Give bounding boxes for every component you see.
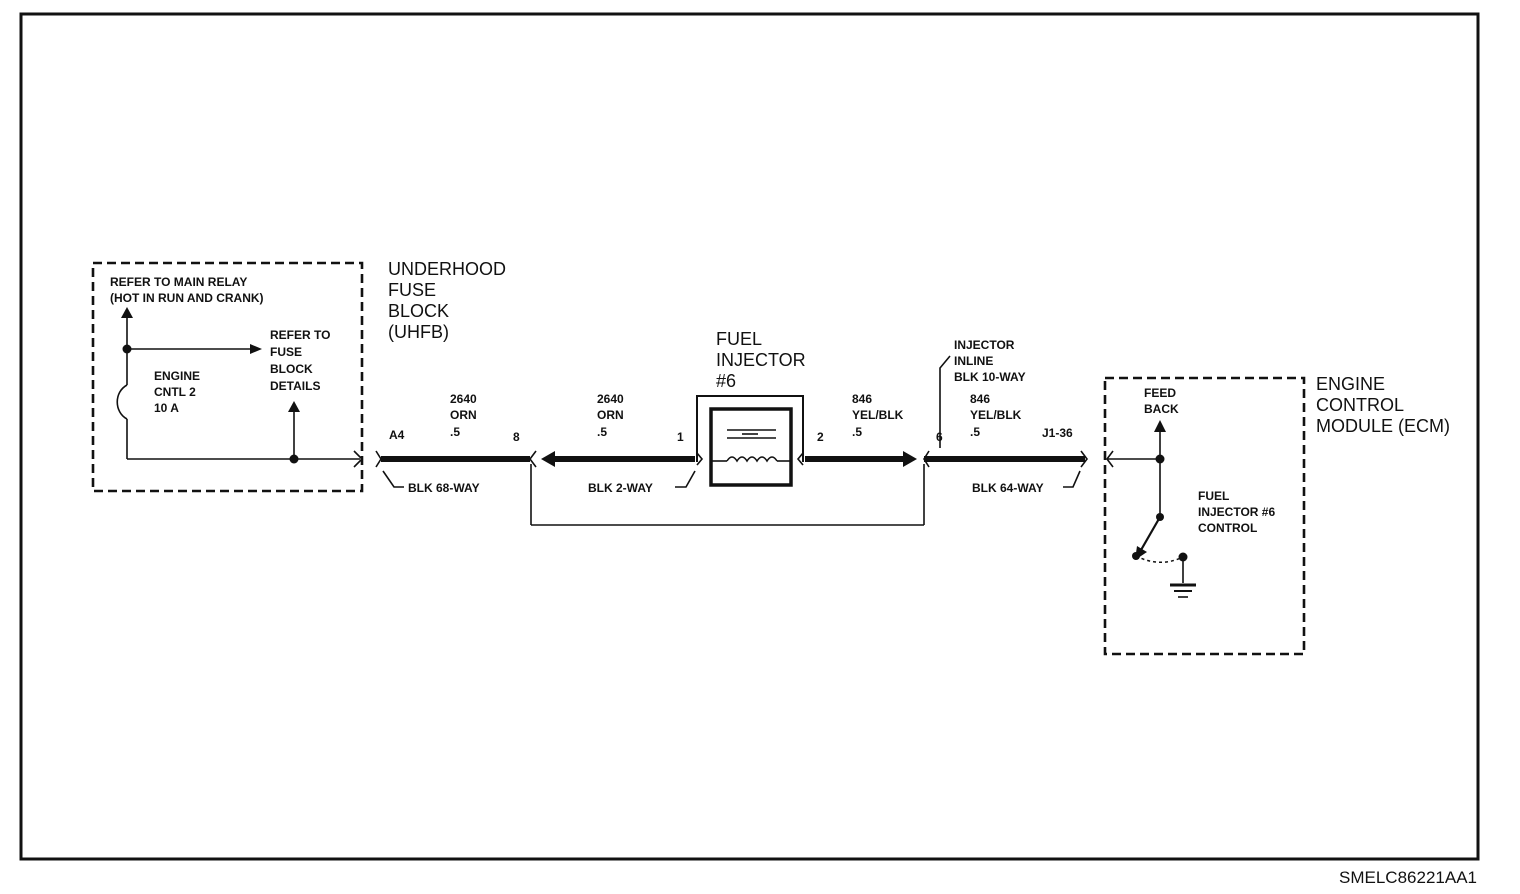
fuse-icon (116, 384, 128, 420)
ecm-title: ENGINE CONTROL MODULE (ECM) (1316, 374, 1450, 436)
svg-text:BLOCK: BLOCK (388, 301, 449, 321)
svg-text:(HOT IN RUN AND CRANK): (HOT IN RUN AND CRANK) (110, 291, 264, 305)
svg-text:846: 846 (970, 392, 990, 406)
fuse-label: ENGINE CNTL 2 10 A (154, 369, 200, 415)
svg-text:#6: #6 (716, 371, 736, 391)
svg-text:ORN: ORN (450, 408, 477, 422)
right-arrow-icon (250, 344, 262, 354)
svg-text:FUSE: FUSE (270, 345, 302, 359)
svg-text:ENGINE: ENGINE (154, 369, 200, 383)
pin-a4: A4 (389, 428, 405, 442)
svg-text:FEED: FEED (1144, 386, 1176, 400)
svg-text:2640: 2640 (597, 392, 624, 406)
svg-text:10 A: 10 A (154, 401, 179, 415)
wire-2-to-6 (805, 451, 917, 467)
svg-text:BACK: BACK (1144, 402, 1179, 416)
svg-text:ENGINE: ENGINE (1316, 374, 1385, 394)
up-arrow-icon (121, 307, 133, 318)
uhfb-box (91, 261, 364, 493)
fuel-injector-component (696, 395, 804, 487)
svg-text:YEL/BLK: YEL/BLK (970, 408, 1022, 422)
svg-text:BLOCK: BLOCK (270, 362, 313, 376)
svg-text:YEL/BLK: YEL/BLK (852, 408, 904, 422)
svg-text:INLINE: INLINE (954, 354, 993, 368)
wire-a4-to-8 (375, 450, 537, 468)
svg-text:INJECTOR #6: INJECTOR #6 (1198, 505, 1275, 519)
svg-text:REFER TO: REFER TO (270, 328, 330, 342)
svg-text:846: 846 (852, 392, 872, 406)
wire-right-a-label: 846 YEL/BLK .5 (852, 392, 904, 439)
wire-right-b-label: 846 YEL/BLK .5 (970, 392, 1022, 439)
fuel-injector-title: FUEL INJECTOR #6 (716, 329, 806, 391)
svg-text:INJECTOR: INJECTOR (716, 350, 806, 370)
svg-text:ORN: ORN (597, 408, 624, 422)
svg-text:UNDERHOOD: UNDERHOOD (388, 259, 506, 279)
refer-main-relay-label: REFER TO MAIN RELAY (HOT IN RUN AND CRAN… (110, 275, 264, 305)
svg-text:BLK 10-WAY: BLK 10-WAY (954, 370, 1026, 384)
svg-text:.5: .5 (852, 425, 862, 439)
pin-2: 2 (817, 430, 824, 444)
svg-text:FUEL: FUEL (716, 329, 762, 349)
svg-text:REFER TO MAIN RELAY: REFER TO MAIN RELAY (110, 275, 247, 289)
pin-j1-36: J1-36 (1042, 426, 1073, 440)
coil-icon (726, 456, 778, 463)
uhfb-title: UNDERHOOD FUSE BLOCK (UHFB) (388, 259, 506, 342)
uhfb-circuit (116, 307, 364, 468)
svg-text:2640: 2640 (450, 392, 477, 406)
connector-blk64: BLK 64-WAY (972, 481, 1044, 495)
svg-text:.5: .5 (597, 425, 607, 439)
svg-text:.5: .5 (970, 425, 980, 439)
svg-text:.5: .5 (450, 425, 460, 439)
document-id: SMELC86221AA1 (1339, 868, 1477, 887)
ecm-circuit (1106, 420, 1196, 598)
wire-6-to-j1 (923, 450, 1088, 468)
left-arrow-icon (541, 451, 555, 467)
svg-text:MODULE (ECM): MODULE (ECM) (1316, 416, 1450, 436)
pin-6: 6 (936, 430, 943, 444)
switch-icon (1140, 516, 1161, 551)
wire-left-label: 2640 ORN .5 (450, 392, 477, 439)
connector-blk2: BLK 2-WAY (588, 481, 653, 495)
feedback-label: FEED BACK (1144, 386, 1179, 416)
wire-8-to-1 (541, 451, 695, 467)
injector-body (709, 407, 793, 487)
pin-1: 1 (677, 430, 684, 444)
svg-text:CONTROL: CONTROL (1316, 395, 1404, 415)
diagram-frame (19, 12, 1480, 861)
svg-text:FUEL: FUEL (1198, 489, 1229, 503)
pin-8: 8 (513, 430, 520, 444)
inline-connector-label: INJECTOR INLINE BLK 10-WAY (954, 338, 1026, 384)
up-arrow-icon (288, 401, 300, 412)
svg-text:INJECTOR: INJECTOR (954, 338, 1015, 352)
right-arrow-icon (903, 451, 917, 467)
svg-text:DETAILS: DETAILS (270, 379, 320, 393)
ecm-box (1103, 376, 1306, 656)
refer-fuse-block-label: REFER TO FUSE BLOCK DETAILS (270, 328, 330, 393)
injector-control-label: FUEL INJECTOR #6 CONTROL (1198, 489, 1275, 535)
svg-text:CONTROL: CONTROL (1198, 521, 1257, 535)
wire-mid-label: 2640 ORN .5 (597, 392, 624, 439)
svg-text:(UHFB): (UHFB) (388, 322, 449, 342)
up-arrow-icon (1154, 420, 1166, 432)
ground-icon (1170, 583, 1196, 598)
svg-text:CNTL 2: CNTL 2 (154, 385, 196, 399)
svg-text:FUSE: FUSE (388, 280, 436, 300)
connector-blk68: BLK 68-WAY (408, 481, 480, 495)
